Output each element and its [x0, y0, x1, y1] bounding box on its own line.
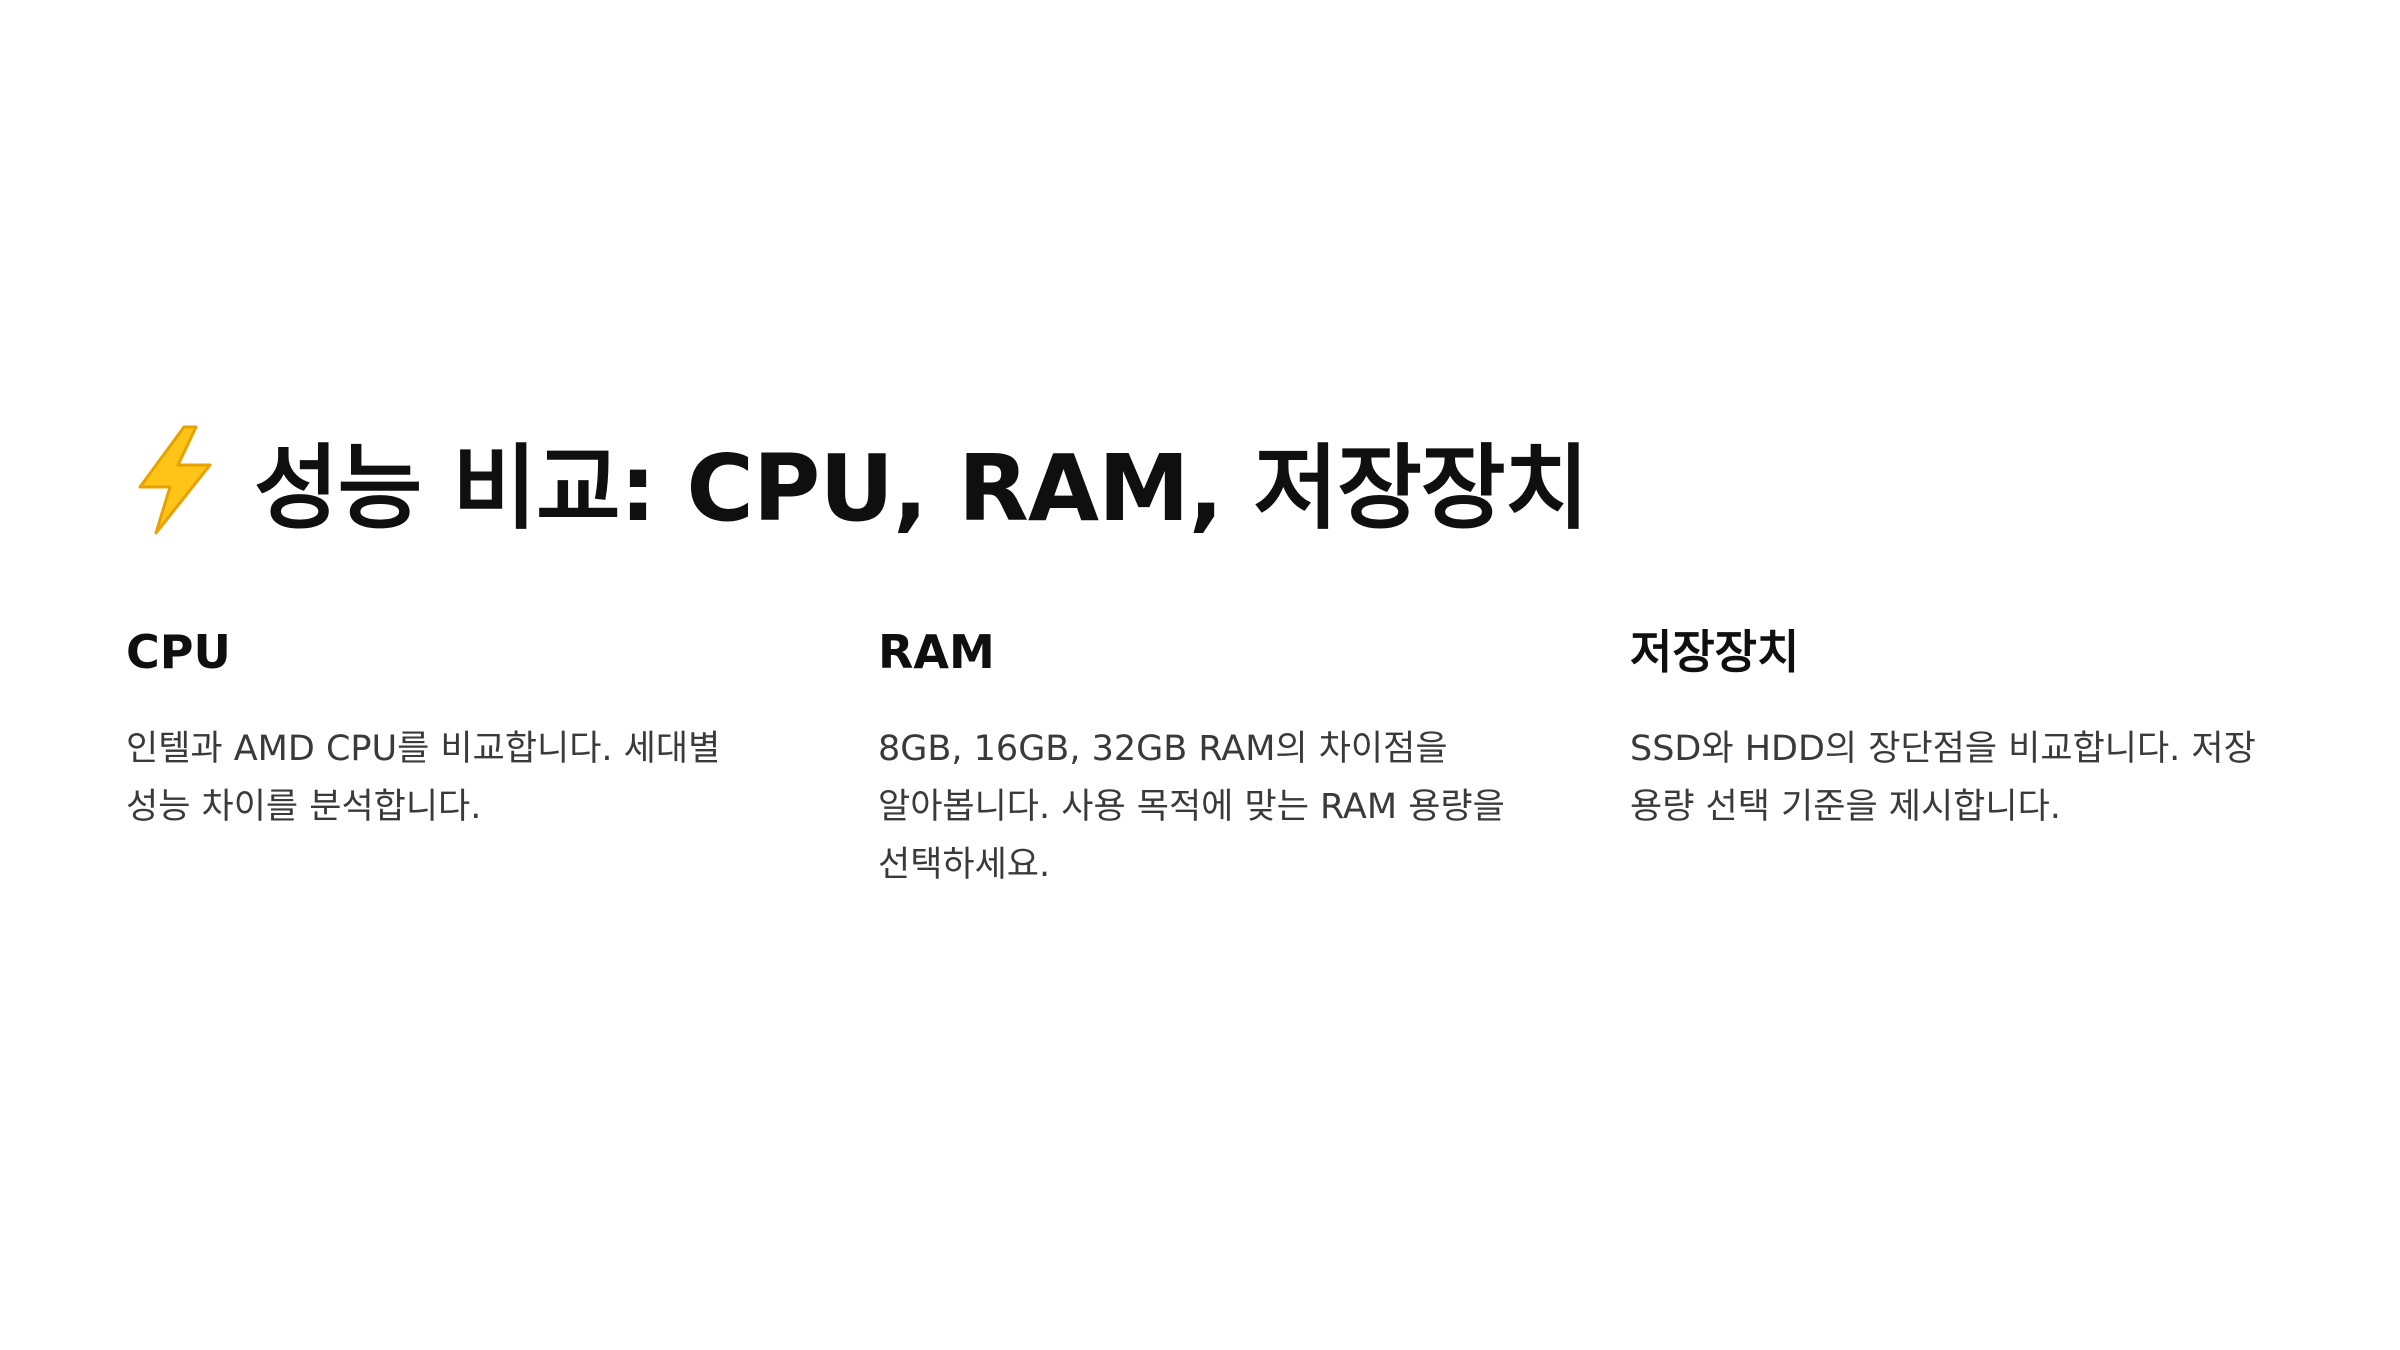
column-heading-cpu: CPU — [126, 625, 231, 679]
slide-title: 성능 비교: CPU, RAM, 저장장치 — [126, 420, 2274, 542]
column-heading-ram: RAM — [878, 625, 995, 679]
slide-title-text: 성능 비교: CPU, RAM, 저장장치 — [254, 434, 1589, 542]
column-body-ram: 8GB, 16GB, 32GB RAM의 차이점을 알아봅니다. 사용 목적에 … — [878, 729, 1505, 885]
lightning-bolt-icon — [126, 425, 222, 535]
column-ram: RAM 8GB, 16GB, 32GB RAM의 차이점을 알아봅니다. 사용 … — [878, 624, 1538, 894]
column-cpu: CPU 인텔과 AMD CPU를 비교합니다. 세대별 성능 차이를 분석합니다… — [126, 624, 786, 836]
column-heading-storage: 저장장치 — [1630, 625, 1800, 679]
column-body-storage: SSD와 HDD의 장단점을 비교합니다. 저장 용량 선택 기준을 제시합니다… — [1630, 729, 2256, 827]
column-body-cpu: 인텔과 AMD CPU를 비교합니다. 세대별 성능 차이를 분석합니다. — [126, 729, 721, 827]
column-storage: 저장장치 SSD와 HDD의 장단점을 비교합니다. 저장 용량 선택 기준을 … — [1630, 624, 2290, 836]
slide: 성능 비교: CPU, RAM, 저장장치 CPU 인텔과 AMD CPU를 비… — [126, 420, 2274, 885]
